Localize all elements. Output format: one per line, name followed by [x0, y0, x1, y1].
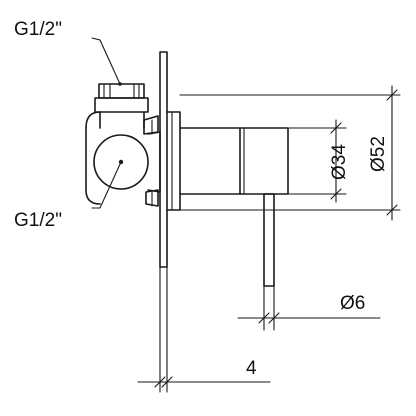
- callout-top-leader: [91, 37, 121, 85]
- top-fitting-cap: [98, 83, 145, 99]
- dim-4-label: 4: [246, 358, 257, 379]
- connector-block: [147, 131, 161, 193]
- elbow-lower-curve: [85, 127, 101, 205]
- top-fitting-cap-ribs: [103, 83, 140, 99]
- lower-hex-nut: [145, 189, 159, 207]
- top-fitting-nut: [94, 97, 149, 113]
- dim-6-ticks: [258, 312, 280, 324]
- dim-34-ticks: [330, 122, 342, 200]
- wall-plate: [159, 51, 168, 268]
- callout-top-label: G1/2": [14, 19, 62, 40]
- flange: [166, 111, 181, 211]
- dim-4-extension-lines: [159, 266, 168, 393]
- callout-top-dot: [118, 82, 122, 86]
- dim-4-ticks: [154, 376, 173, 388]
- callout-bottom-label: G1/2": [14, 210, 62, 231]
- lever: [263, 193, 275, 287]
- side-fitting-circle: [93, 134, 149, 190]
- top-fitting-neck: [99, 111, 145, 129]
- dim-34-label: Ø34: [329, 144, 350, 180]
- dim-52-label: Ø52: [368, 136, 389, 172]
- callout-bottom-leader: [91, 161, 122, 209]
- upper-hex-nut: [143, 115, 159, 135]
- dim-52-ticks: [386, 89, 398, 216]
- dim-52-extension-lines: [179, 94, 401, 211]
- dim-6-extension-lines: [263, 285, 275, 331]
- valve-body: [179, 127, 289, 195]
- dim-6-label: Ø6: [340, 293, 365, 314]
- elbow-outer-curve: [85, 111, 101, 129]
